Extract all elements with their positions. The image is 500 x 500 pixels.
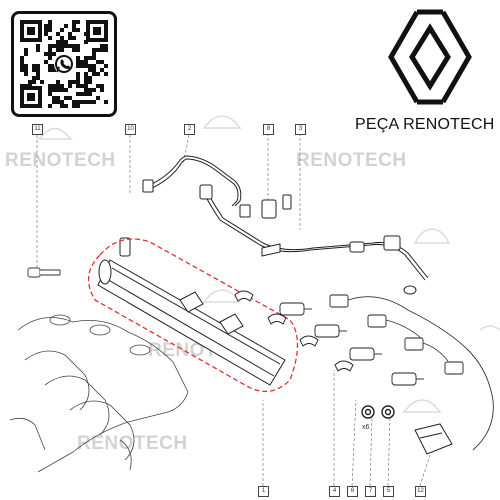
- callout-label: 4: [329, 486, 340, 497]
- callout-label: 10: [125, 124, 136, 135]
- watermark-text: RENOTECH: [77, 433, 188, 454]
- callout-label: 2: [184, 124, 195, 135]
- ring-count-label: x6: [362, 424, 370, 431]
- callout-label: 6: [347, 486, 358, 497]
- callout-label: 11: [32, 124, 43, 135]
- callout-label: 1: [258, 486, 269, 497]
- callout-label: 5: [383, 486, 394, 497]
- watermark-car-icon: [37, 115, 500, 413]
- callout-label: 7: [365, 486, 376, 497]
- callout-label: 3: [295, 124, 306, 135]
- callout-label: 8: [263, 124, 274, 135]
- renault-logo-icon: [388, 9, 472, 105]
- watermark-text: RENOTECH: [5, 150, 116, 171]
- qr-code: [11, 11, 117, 117]
- watermark-text: RENOTECH: [296, 150, 407, 171]
- qr-code-icon: [20, 20, 108, 108]
- brand-name: PEÇA RENOTECH: [355, 116, 495, 133]
- fuel-rail-highlight: [88, 238, 299, 392]
- callout-label: 12: [415, 486, 426, 497]
- whatsapp-icon: [54, 54, 74, 74]
